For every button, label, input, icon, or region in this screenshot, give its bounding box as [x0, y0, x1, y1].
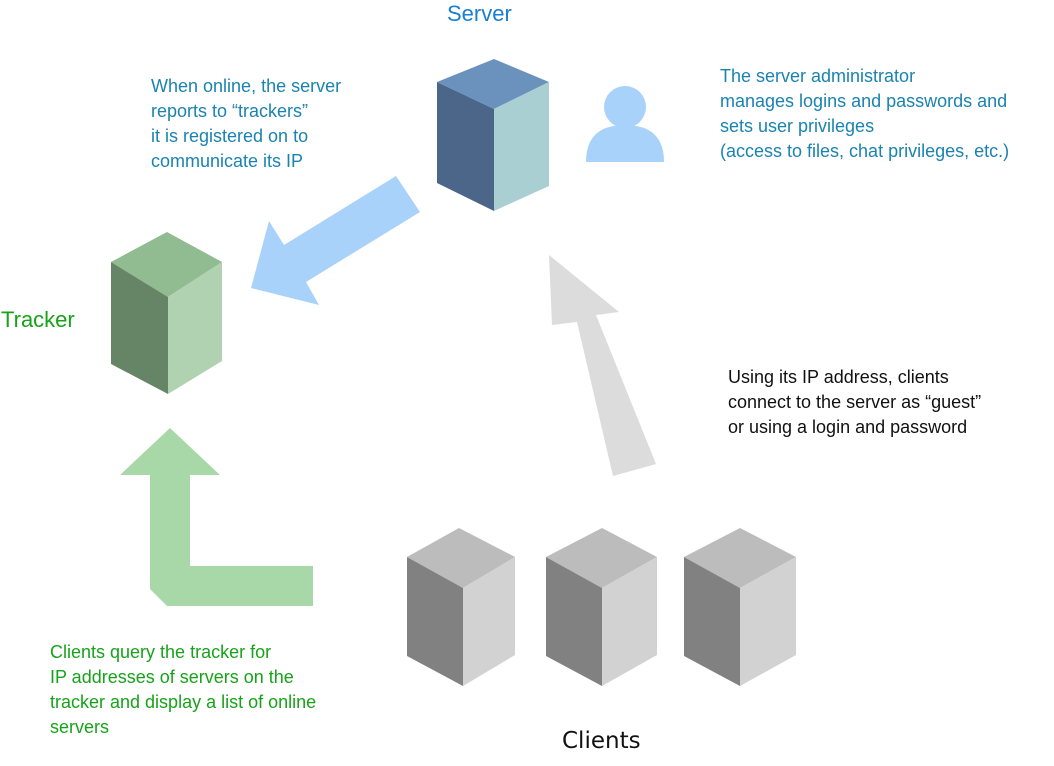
note-line: IP addresses of servers on the [50, 667, 294, 687]
note-line: Using its IP address, clients [728, 367, 949, 387]
note-line: Clients query the tracker for [50, 642, 272, 662]
server-to-tracker-arrow [251, 176, 420, 305]
note-line: or using a login and password [728, 417, 968, 437]
clients-to-server-note: Using its IP address, clients connect to… [728, 365, 981, 440]
clients-label: Clients [562, 728, 641, 754]
tracker-label: Tracker [1, 307, 75, 332]
server-box-icon [437, 59, 549, 211]
person-icon [586, 86, 664, 162]
note-line: (access to files, chat privileges, etc.) [720, 141, 1010, 161]
note-line: connect to the server as “guest” [728, 392, 982, 412]
note-line: servers [50, 717, 110, 737]
server-box-icon [111, 232, 222, 394]
administrator-note: The server administrator manages logins … [720, 64, 1009, 164]
note-line: The server administrator [720, 66, 916, 86]
note-line: manages logins and passwords and [720, 91, 1008, 111]
note-line: reports to “trackers” [151, 101, 309, 121]
server-box-icon [546, 528, 657, 686]
server-box-icon [407, 528, 515, 686]
note-line: When online, the server [151, 76, 342, 96]
note-line: it is registered on to [151, 126, 309, 146]
note-line: tracker and display a list of online [50, 692, 317, 712]
server-label: Server [447, 1, 512, 26]
clients-to-tracker-note: Clients query the tracker for IP address… [50, 640, 316, 740]
server-box-icon [684, 528, 796, 686]
server-to-tracker-note: When online, the server reports to “trac… [151, 74, 341, 174]
clients-to-server-arrow [549, 255, 656, 476]
note-line: sets user privileges [720, 116, 875, 136]
note-line: communicate its IP [151, 151, 304, 171]
clients-to-tracker-arrow [120, 428, 313, 606]
